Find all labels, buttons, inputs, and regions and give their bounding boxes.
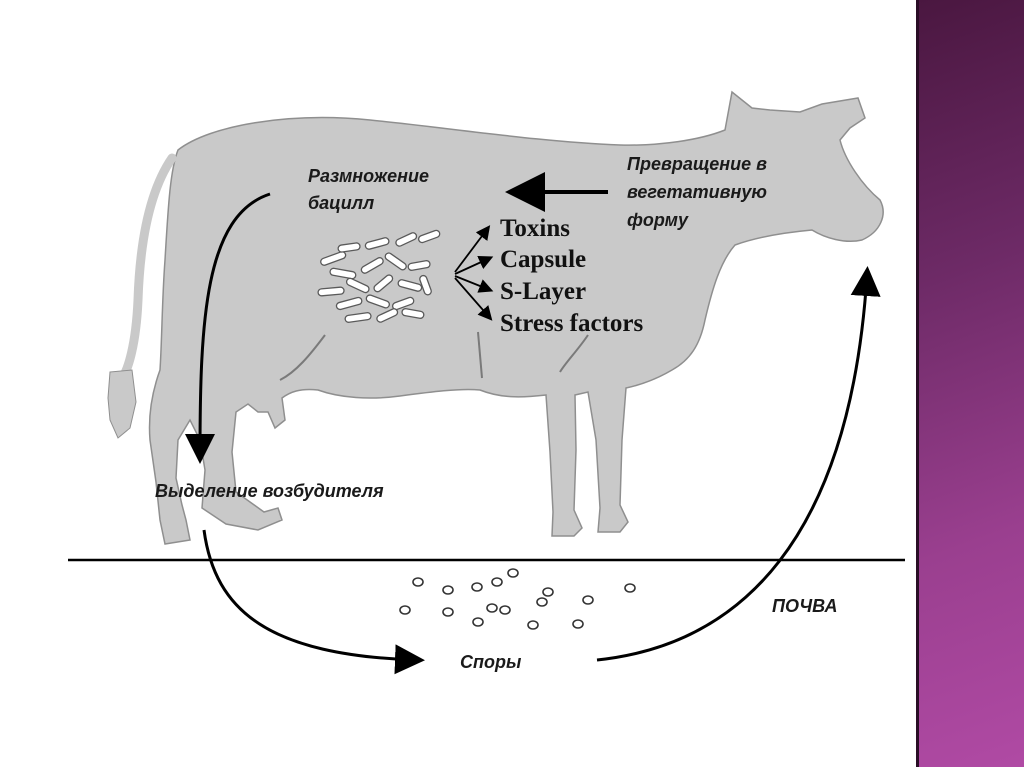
side-panel-border bbox=[916, 0, 919, 767]
spores-arrow bbox=[204, 530, 416, 660]
factor-stress: Stress factors bbox=[500, 310, 644, 337]
soil-label: ПОЧВА bbox=[772, 596, 837, 616]
factor-toxins: Toxins bbox=[500, 215, 570, 242]
spores-cluster bbox=[400, 569, 635, 629]
factor-s-layer: S-Layer bbox=[500, 278, 586, 305]
factor-capsule: Capsule bbox=[500, 246, 586, 273]
anthrax-cycle-diagram: Размножение бацилл Превращение в вегетат… bbox=[0, 0, 916, 767]
excretion-label: Выделение возбудителя bbox=[155, 481, 384, 501]
spores-label: Споры bbox=[460, 652, 522, 672]
decorative-side-panel bbox=[916, 0, 1024, 767]
